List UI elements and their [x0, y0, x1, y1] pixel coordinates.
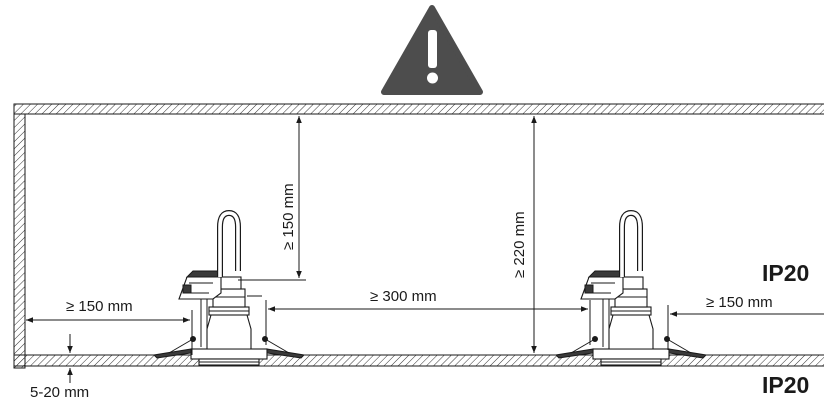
- upper-slab: [13, 103, 824, 115]
- downlight-icon: [556, 213, 706, 365]
- above-clearance-dimension: ≥ 150 mm: [238, 116, 306, 281]
- right-clearance-dimension: ≥ 150 mm: [667, 294, 824, 350]
- right-clearance-label: ≥ 150 mm: [706, 294, 773, 311]
- cavity-height-label: ≥ 220 mm: [511, 211, 528, 278]
- left-wall: [13, 113, 26, 369]
- above-clearance-label: ≥ 150 mm: [280, 183, 297, 250]
- left-clearance-dimension: ≥ 150 mm: [26, 298, 193, 355]
- spacing-dimension: ≥ 300 mm: [247, 288, 591, 345]
- ip-rating-lower: IP20: [762, 372, 809, 398]
- ceiling-thickness-dimension: 5-20 mm: [30, 334, 89, 401]
- ip-rating-upper: IP20: [762, 260, 809, 286]
- warning-triangle-icon: [381, 5, 483, 95]
- spacing-label: ≥ 300 mm: [370, 288, 437, 305]
- left-clearance-label: ≥ 150 mm: [66, 298, 133, 315]
- ceiling-thickness-label: 5-20 mm: [30, 384, 89, 401]
- suspended-ceiling: [13, 354, 824, 367]
- cavity-height-dimension: ≥ 220 mm: [511, 116, 537, 353]
